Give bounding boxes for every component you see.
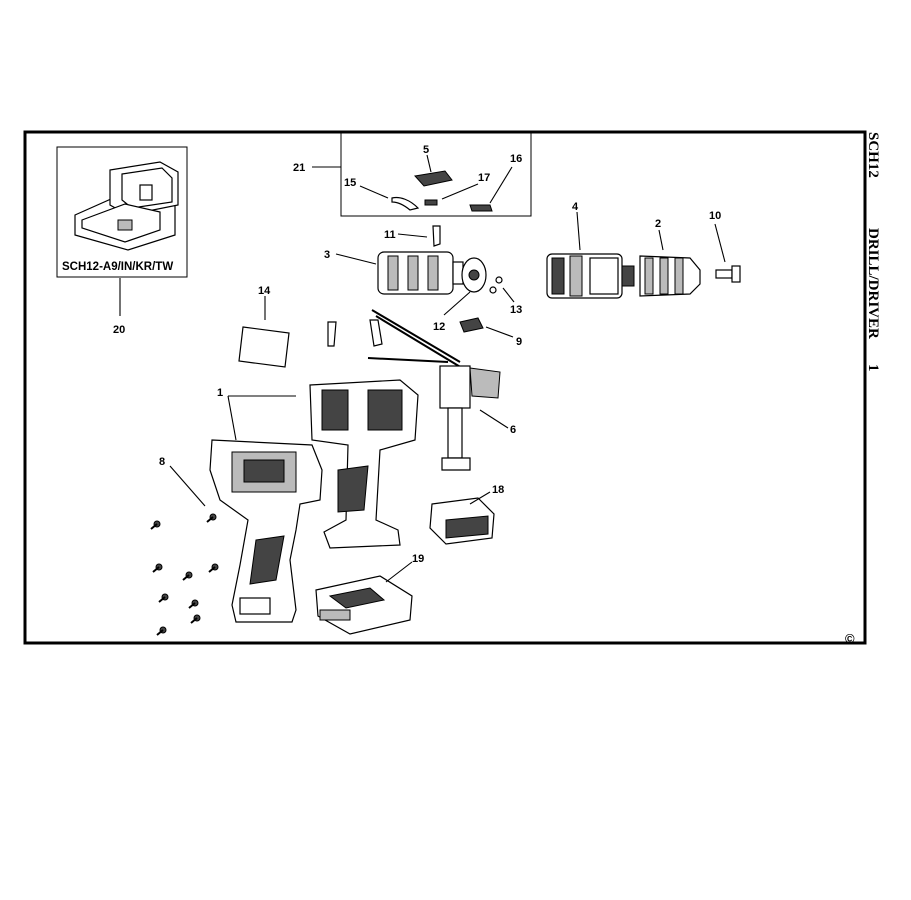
leader-1-left (227, 395, 237, 441)
kit-label: SCH12-A9/IN/KR/TW (62, 261, 173, 273)
screws-group (150, 513, 219, 636)
clip-left-icon (327, 321, 337, 347)
leader-9 (485, 326, 514, 338)
callout-21: 21 (293, 162, 305, 174)
part-16-icon (469, 204, 493, 212)
leader-8 (169, 465, 206, 507)
wires-icon (367, 309, 463, 369)
callout-14: 14 (258, 285, 271, 297)
callout-13: 13 (510, 304, 522, 316)
callout-4: 4 (572, 201, 579, 213)
copyright-symbol: © (845, 631, 855, 646)
leader-6 (479, 409, 509, 429)
callout-19: 19 (412, 553, 424, 565)
battery-icon (429, 497, 495, 545)
motor-plate-icon (461, 257, 487, 293)
kitbox-inset: SCH12-A9/IN/KR/TW (56, 146, 188, 278)
leader-4 (576, 211, 581, 251)
callout-17: 17 (478, 172, 490, 184)
callout-6: 6 (510, 424, 516, 436)
callout-9: 9 (516, 336, 522, 348)
callout-10: 10 (709, 210, 721, 222)
screw-icon (190, 614, 201, 624)
screw-icon (182, 571, 193, 581)
leader-11 (397, 233, 428, 238)
leader-17 (441, 183, 479, 200)
nameplate-icon (238, 326, 290, 368)
screw-icon (150, 520, 161, 530)
leader-18 (469, 491, 491, 505)
screw-icon (188, 599, 199, 609)
callout-3: 3 (324, 249, 330, 261)
callout-5: 5 (423, 144, 429, 156)
washer-13b-icon (489, 286, 497, 294)
charger-icon (315, 575, 413, 635)
screw-icon (156, 626, 167, 636)
callout-11: 11 (384, 229, 396, 241)
switch-icon (439, 365, 501, 471)
parts-group-box (340, 132, 532, 217)
callout-15: 15 (344, 177, 356, 189)
product-title: DRILL/DRIVER (865, 228, 881, 339)
leader-19 (385, 561, 413, 583)
diagram-frame (23, 130, 867, 645)
kitbox-icon (74, 161, 179, 251)
part-11-icon (432, 225, 441, 247)
callout-12: 12 (433, 321, 445, 333)
leader-10 (714, 223, 726, 263)
callout-18: 18 (492, 484, 504, 496)
housing-left-icon (209, 439, 323, 623)
screw-icon (158, 593, 169, 603)
sheet-number: 1 (865, 364, 881, 372)
clip-right-icon (369, 319, 383, 347)
side-title: SCH12 DRILL/DRIVER 1 (865, 132, 881, 372)
leader-2 (658, 229, 664, 251)
callout-8: 8 (159, 456, 165, 468)
screw-icon (208, 563, 219, 573)
part-5-icon (414, 170, 453, 187)
callout-1: 1 (217, 387, 223, 399)
part-9-icon (459, 317, 484, 333)
chuck-icon (639, 255, 701, 297)
chuck-screw-icon (715, 265, 741, 283)
leader-15 (359, 185, 389, 199)
callout-16: 16 (510, 153, 522, 165)
part-17-icon (424, 199, 438, 206)
model-title: SCH12 (865, 132, 881, 178)
leader-13 (502, 287, 515, 303)
callout-20: 20 (113, 324, 125, 336)
callout-2: 2 (655, 218, 661, 230)
leader-5 (426, 154, 432, 173)
leader-16 (489, 166, 513, 204)
part-15-icon (391, 196, 420, 211)
washer-13a-icon (495, 276, 503, 284)
screw-icon (152, 563, 163, 573)
housing-right-icon (309, 379, 419, 549)
motor-icon (377, 251, 464, 295)
leader-12 (443, 291, 471, 316)
screw-icon (206, 513, 217, 523)
leader-3 (335, 253, 377, 265)
gearbox-icon (546, 253, 635, 299)
